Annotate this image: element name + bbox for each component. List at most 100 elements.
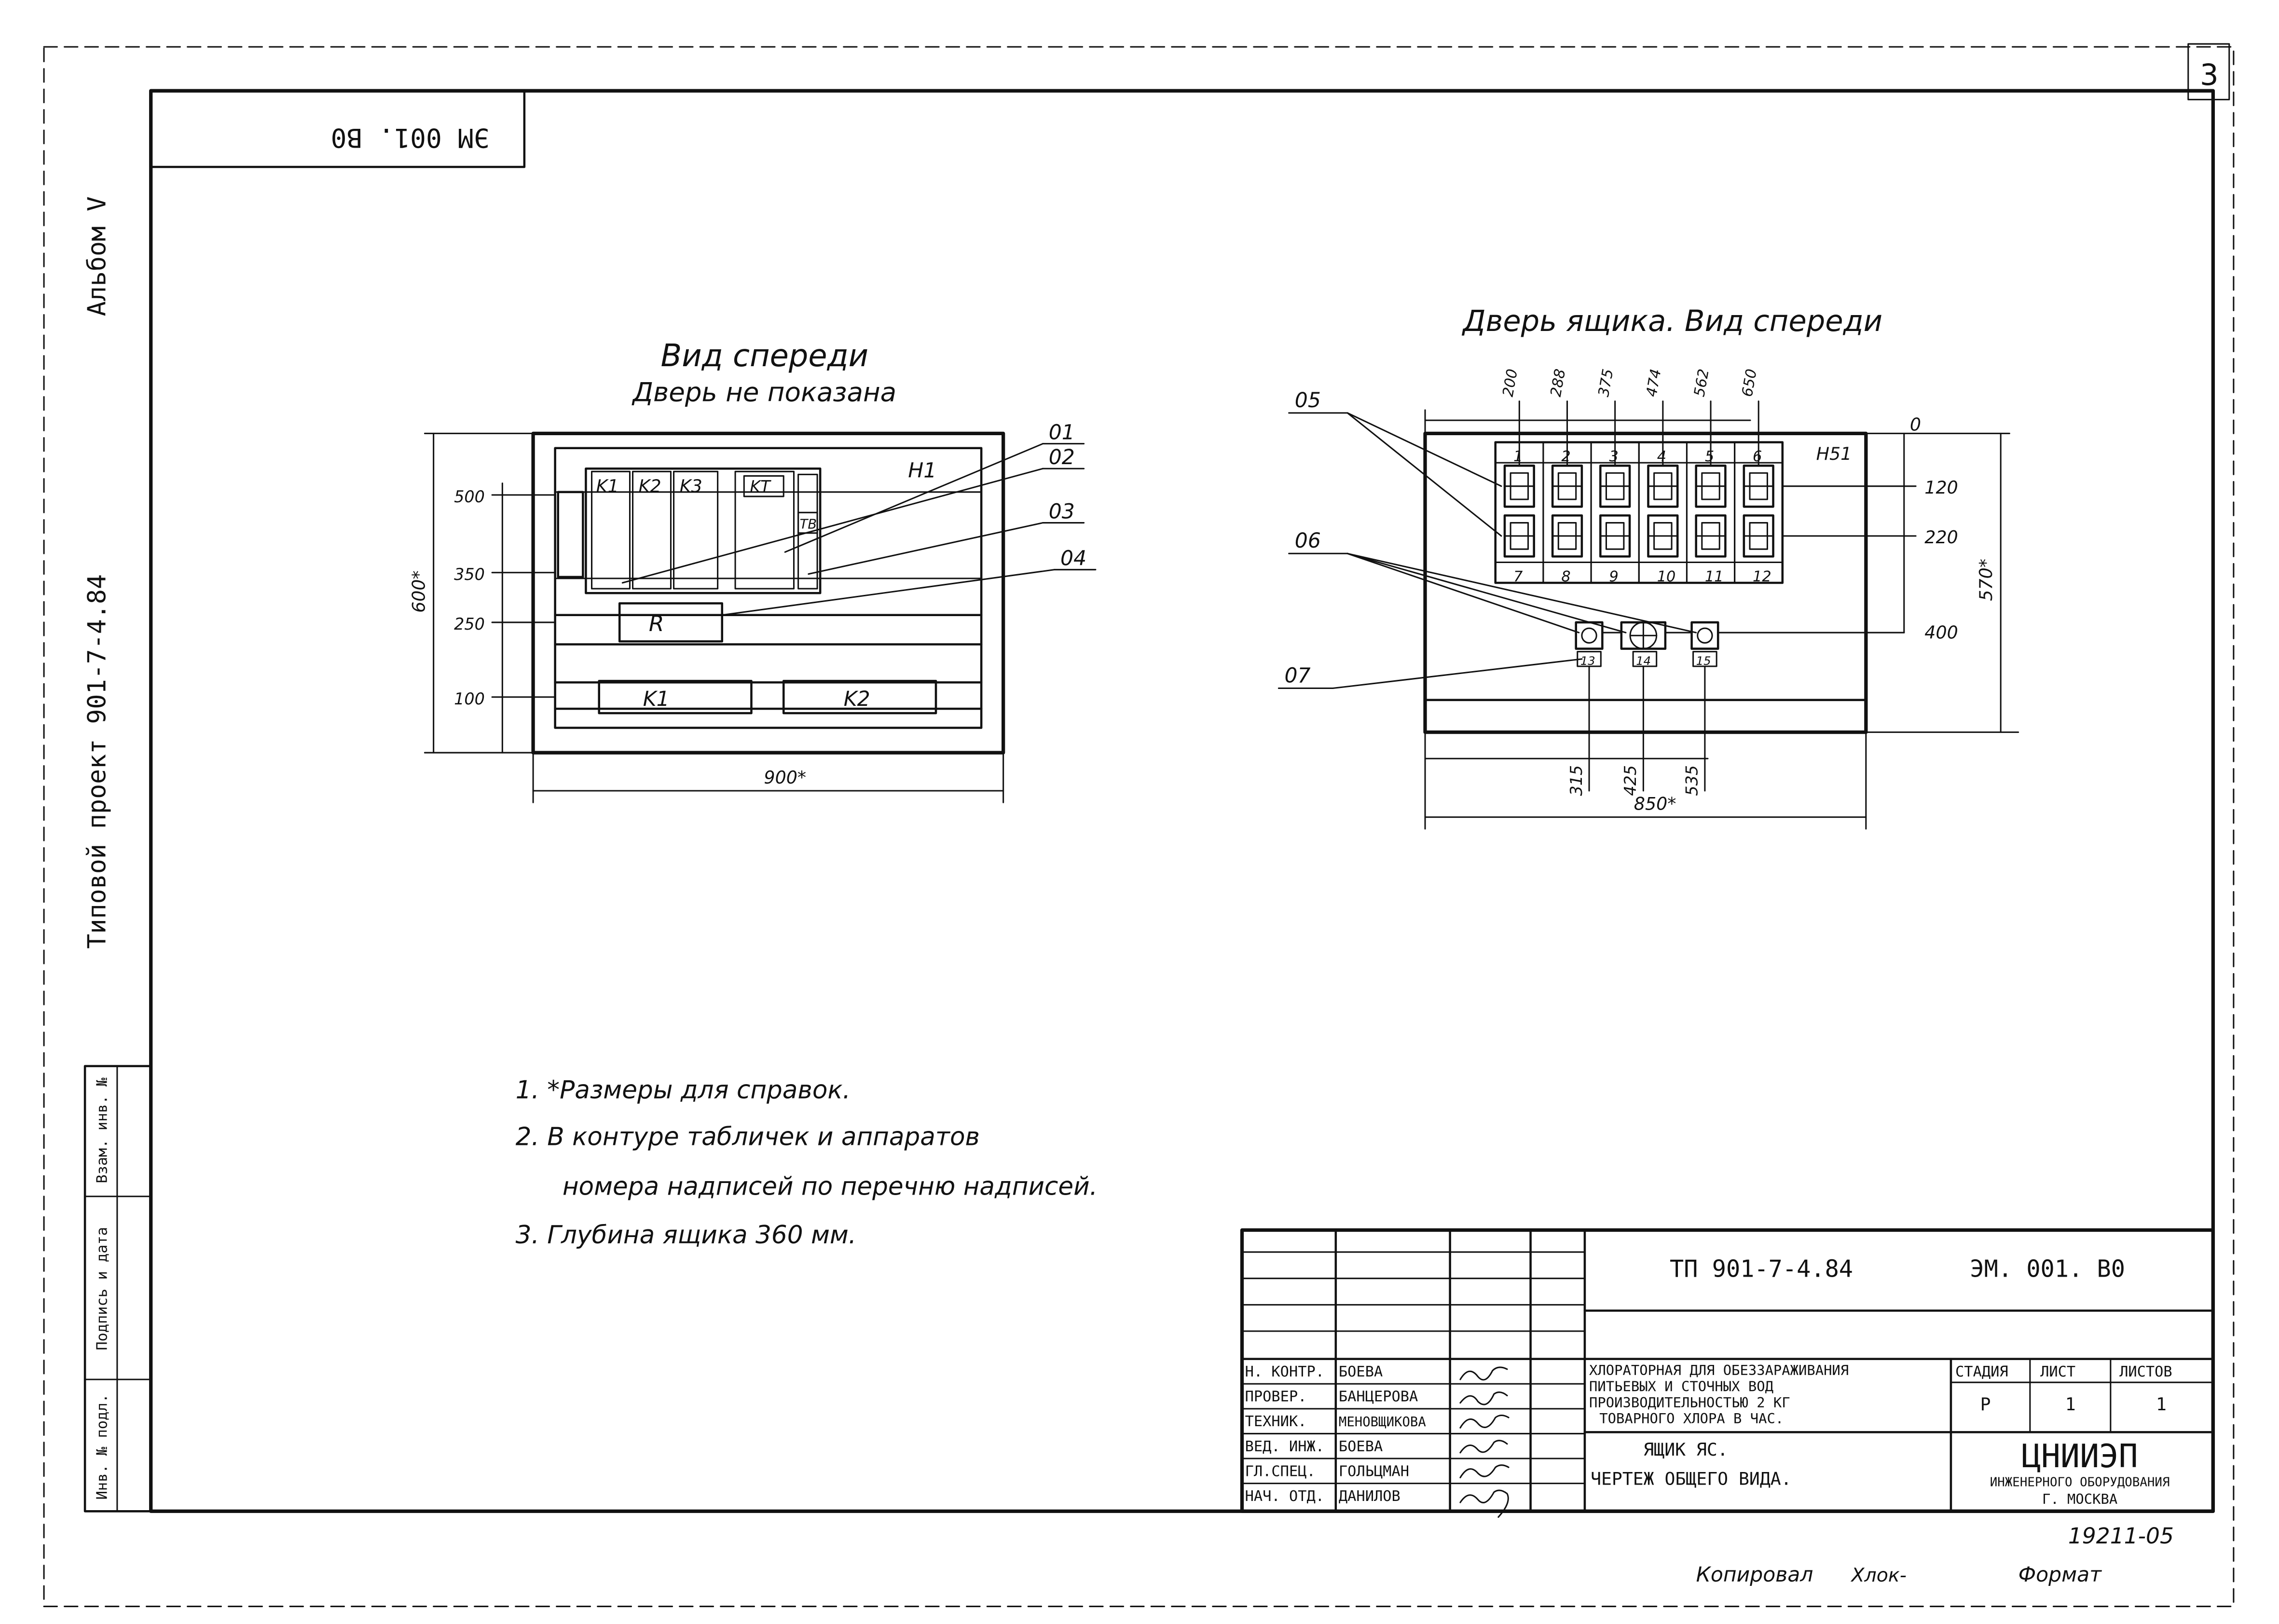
note-1: 1. *Размеры для справок. (516, 1075, 851, 1104)
tb-role-2: ПРОВЕР. (1245, 1389, 1307, 1405)
tb-stage: Р (1980, 1394, 1991, 1415)
comp-k2: K2 (639, 476, 661, 496)
door-button-left (1575, 621, 1604, 667)
door-right-dim-220: 220 (1924, 527, 1958, 548)
tb-drawing-line-1: ЯЩИК ЯС. (1643, 1439, 1728, 1460)
tb-stage-label: СТАДИЯ (1955, 1363, 2008, 1380)
comp-bottom-k1: K1 (643, 688, 670, 711)
tb-project-line-4: ТОВАРНОГО ХЛОРА В ЧАС. (1599, 1410, 1784, 1427)
front-view: Вид спереди Дверь не показана K1 K2 K3 K… (408, 338, 1097, 803)
door-top-dim-562: 562 (1691, 368, 1713, 398)
tb-sheets: 1 (2156, 1394, 2167, 1415)
tb-org-sub: ИНЖЕНЕРНОГО ОБОРУДОВАНИЯ (1990, 1475, 2170, 1490)
callout-01: 01 (1049, 421, 1075, 445)
tb-name-4: БОЕВА (1339, 1438, 1383, 1455)
project-label: Типовой проект 901-7-4.84 (83, 574, 112, 949)
front-callouts: 01 02 03 04 (621, 421, 1097, 616)
door-indicator-label-lower-2: 8 (1561, 568, 1570, 585)
tb-name-1: БОЕВА (1339, 1363, 1383, 1380)
door-right-dim-400: 400 (1924, 622, 1958, 643)
front-dim-width: 900* (764, 767, 806, 788)
callout-02: 02 (1049, 446, 1075, 469)
tb-role-1: Н. КОНТР. (1245, 1363, 1324, 1380)
door-dim-width: 850* (1634, 793, 1676, 814)
door-indicator-label-lower-4: 10 (1657, 568, 1676, 585)
tb-name-6: ДАНИЛОВ (1339, 1488, 1400, 1505)
tb-drawing-line-2: ЧЕРТЕЖ ОБЩЕГО ВИДА. (1591, 1469, 1792, 1489)
top-stamp: ЭМ 001. В0 (150, 89, 526, 168)
comp-tb: ТВ (800, 517, 817, 532)
front-view-subtitle: Дверь не показана (632, 377, 896, 408)
front-level-250: 250 (454, 615, 485, 633)
album-label: Альбом V (83, 196, 112, 316)
inventory-number: 19211-05 (2068, 1523, 2174, 1549)
tb-name-2: БАНЦЕРОВА (1339, 1389, 1418, 1405)
tb-sheet-label: ЛИСТ (2040, 1363, 2075, 1380)
callout-05: 05 (1295, 389, 1321, 413)
note-3: 3. Глубина ящика 360 мм. (516, 1221, 857, 1250)
side-strip: Альбом V Типовой проект 901-7-4.84 Инв. … (83, 196, 152, 1513)
callout-03: 03 (1049, 500, 1075, 523)
tb-role-3: ТЕХНИК. (1245, 1413, 1307, 1430)
front-dim-height: 600* (408, 570, 429, 613)
door-top-dim-474: 474 (1643, 368, 1665, 398)
door-button-right (1690, 621, 1719, 667)
front-view-title: Вид спереди (660, 338, 868, 374)
door-right-dim-0: 0 (1910, 414, 1921, 435)
door-top-dim-200: 200 (1500, 368, 1522, 398)
callout-04: 04 (1060, 547, 1086, 571)
tb-role-6: НАЧ. ОТД. (1245, 1488, 1324, 1505)
tb-name-5: ГОЛЬЦМАН (1339, 1463, 1409, 1480)
door-bottom-dim-315: 315 (1567, 765, 1586, 796)
door-indicator-label-upper-2: 2 (1561, 448, 1570, 465)
comp-bottom-k2: K2 (844, 688, 870, 711)
door-top-dim-375: 375 (1595, 368, 1617, 398)
door-indicator-label-lower-5: 11 (1705, 568, 1724, 585)
tb-name-3: МЕНОВЩИКОВА (1339, 1415, 1426, 1430)
tb-role-4: ВЕД. ИНЖ. (1245, 1438, 1324, 1455)
front-level-500: 500 (454, 487, 485, 506)
sheet-number: 3 (2200, 58, 2219, 92)
door-top-dim-650: 650 (1739, 368, 1760, 398)
side-col-1: Инв. № подл. (94, 1394, 111, 1500)
tb-org: ЦНИИЭП (2021, 1437, 2138, 1475)
note-2-cont: номера надписей по перечню надписей. (563, 1172, 1098, 1201)
tb-project-line-3: ПРОИЗВОДИТЕЛЬНОСТЬЮ 2 КГ (1589, 1394, 1790, 1411)
tb-code-tp: ТП 901-7-4.84 (1670, 1256, 1853, 1283)
door-hs-label: H51 (1816, 443, 1852, 464)
comp-k1: K1 (596, 476, 619, 496)
title-block: ТП 901-7-4.84 ЭМ. 001. В0 Н. КОНТР. ПРОВ… (1240, 1228, 2215, 1518)
comp-h1: H1 (908, 459, 936, 482)
front-level-350: 350 (454, 565, 485, 584)
sheet-frame: 3 (43, 43, 2235, 1608)
comp-r: R (649, 611, 664, 636)
tb-sheets-label: ЛИСТОВ (2119, 1363, 2172, 1380)
door-indicator-label-upper-6: 6 (1753, 448, 1762, 465)
tb-code-em: ЭМ. 001. В0 (1970, 1256, 2125, 1283)
comp-kt: KT (750, 477, 771, 496)
door-button-label-15: 15 (1696, 654, 1711, 668)
format-label: Формат (2018, 1563, 2102, 1587)
door-right-dim-120: 120 (1924, 477, 1958, 498)
door-indicator-label-upper-5: 5 (1705, 448, 1714, 465)
note-2: 2. В контуре табличек и аппаратов (516, 1123, 980, 1152)
footer: 19211-05 Копировал Хлок- Формат (1696, 1523, 2174, 1587)
side-col-2: Подпись и дата (94, 1227, 111, 1350)
side-col-3: Взам. инв. № (94, 1077, 111, 1184)
door-button-label-13: 13 (1580, 654, 1595, 668)
top-stamp-text: ЭМ 001. В0 (331, 123, 490, 153)
tb-project-line-2: ПИТЬЕВЫХ И СТОЧНЫХ ВОД (1589, 1378, 1773, 1394)
door-indicator-label-upper-1: 1 (1513, 448, 1523, 465)
copied-by: Копировал (1696, 1563, 1813, 1587)
callout-06: 06 (1295, 529, 1321, 553)
tb-sheet: 1 (2065, 1394, 2076, 1415)
signatures (1459, 1366, 1510, 1518)
callout-07: 07 (1285, 664, 1311, 688)
door-lamp-center (1620, 621, 1667, 667)
tb-role-5: ГЛ.СПЕЦ. (1245, 1463, 1316, 1480)
door-bottom-dim-535: 535 (1683, 765, 1702, 796)
copied-sign: Хлок- (1850, 1564, 1906, 1586)
